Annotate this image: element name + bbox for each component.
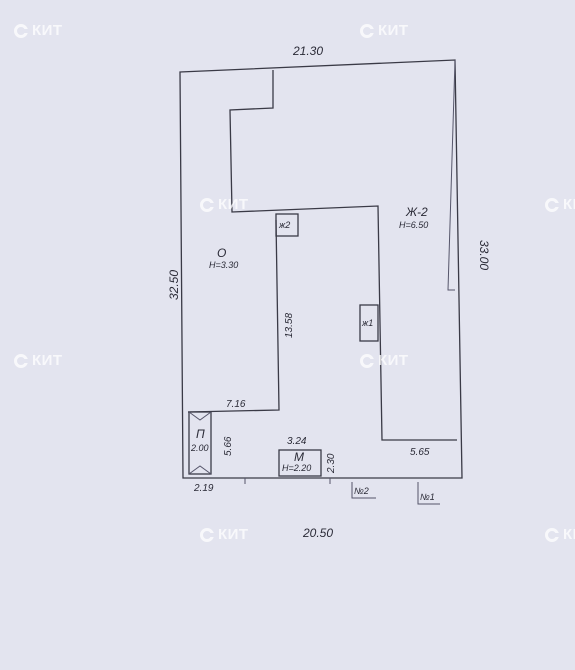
watermark-center-left: КИТ (14, 352, 63, 369)
watermark-center-right: КИТ (360, 352, 409, 369)
watermark-mid-right-edge: КИТ (545, 196, 575, 213)
room-zh1-label: ж1 (361, 318, 373, 328)
watermark-top-left: КИТ (14, 22, 63, 39)
dim-left-height: 32.50 (167, 270, 181, 300)
room-zh2-small-label: ж2 (278, 220, 290, 230)
shed-height: Н=2.20 (282, 463, 311, 473)
room-zh2-height: Н=6.50 (399, 220, 428, 230)
porch-arrow-top (188, 411, 212, 421)
porch-label: П (196, 427, 205, 441)
porch-box (188, 411, 212, 475)
dim-inner-bottom-right: 5.65 (410, 447, 430, 458)
outer-boundary (179, 59, 463, 479)
dim-inner-bottom-left: 7.16 (226, 399, 246, 410)
kit-logo-icon (200, 197, 214, 212)
marker-n1-shape (417, 482, 440, 505)
building-outline (229, 70, 457, 441)
shed-label: М (294, 450, 304, 464)
kit-logo-icon (545, 527, 559, 542)
dim-shed-width: 3.24 (287, 436, 307, 447)
watermark-mid-left: КИТ (200, 196, 249, 213)
porch-arrow-bottom (188, 465, 212, 475)
kit-logo-icon (14, 353, 28, 368)
kit-logo-icon (14, 23, 28, 38)
kit-logo-icon (360, 23, 374, 38)
shed-box (278, 449, 322, 477)
dim-porch-side: 5.66 (223, 436, 234, 456)
dim-porch-bottom: 2.19 (193, 483, 214, 494)
dim-shed-side: 2.30 (326, 453, 337, 474)
watermark-lower-left: КИТ (200, 526, 249, 543)
room-o-height: Н=3.30 (209, 260, 238, 270)
kit-logo-icon (200, 527, 214, 542)
dim-inner-vertical: 13.58 (284, 313, 295, 338)
watermark-lower-right-edge: КИТ (545, 526, 575, 543)
building-o-inner-wall (187, 219, 280, 413)
kit-logo-icon (545, 197, 559, 212)
dim-bottom-width: 20.50 (302, 526, 333, 540)
room-zh2-box (275, 213, 299, 237)
marker-n1-label: №1 (420, 492, 435, 502)
dim-top-width: 21.30 (292, 44, 323, 58)
room-o-label: О (217, 246, 226, 260)
right-boundary-step (447, 59, 456, 291)
marker-n2-shape (351, 482, 376, 499)
watermark-top-right: КИТ (360, 22, 409, 39)
room-zh1-box (359, 304, 379, 342)
marker-n2-label: №2 (354, 486, 369, 496)
kit-logo-icon (360, 353, 374, 368)
room-zh2-label: Ж-2 (405, 205, 428, 219)
dim-right-height: 33.00 (477, 240, 491, 270)
porch-height: 2.00 (190, 443, 209, 453)
